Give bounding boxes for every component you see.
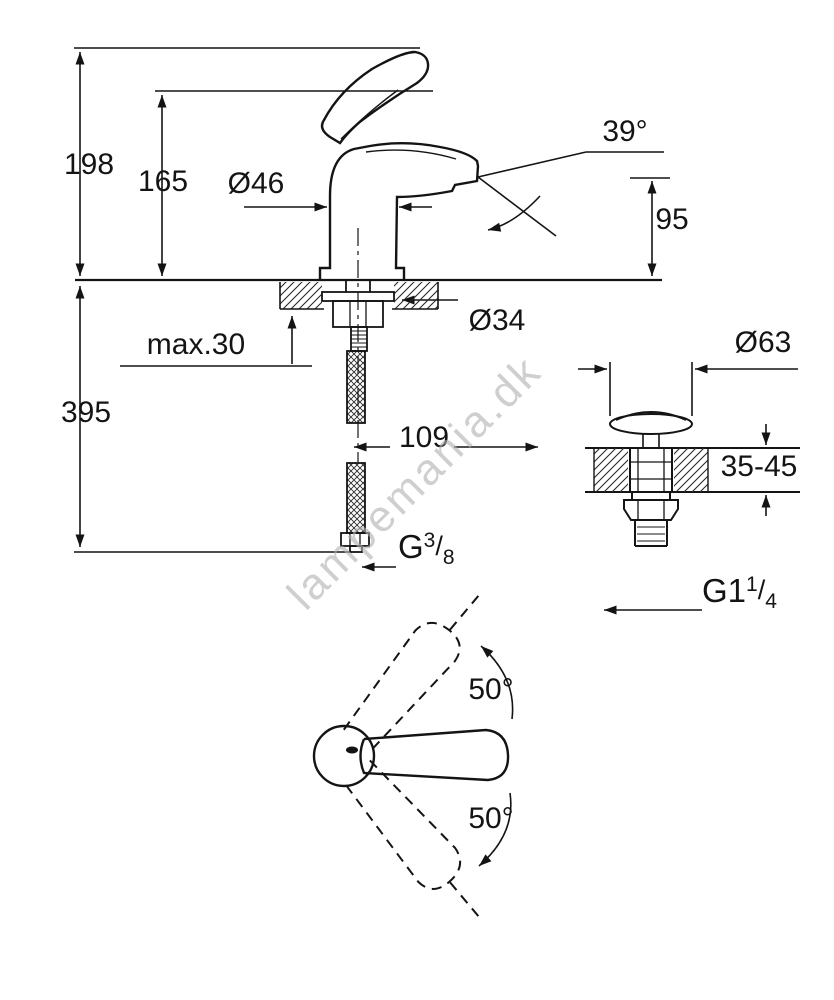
dim-drain-deck-range: 35-45 <box>720 450 798 483</box>
dim-drain-diameter: Ø63 <box>734 326 792 359</box>
supply-thread-denominator: 8 <box>442 546 455 569</box>
dim-body-diameter: Ø46 <box>227 167 285 200</box>
dim-swing-up: 50° <box>468 673 514 706</box>
dim-handle-height: 165 <box>137 165 189 198</box>
dim-hose-length: 395 <box>60 396 112 429</box>
dim-total-height: 198 <box>63 148 115 181</box>
dim-supply-thread: G3/8 <box>398 528 455 568</box>
supply-assembly <box>321 228 395 553</box>
dim-spout-height: 95 <box>655 203 689 236</box>
drain-thread-base: G1 <box>702 572 747 609</box>
drain-thread-numerator: 1 <box>746 573 758 596</box>
drain-thread-slash: / <box>757 575 766 605</box>
faucet-side-view <box>318 50 480 279</box>
dim-max-deck: max.30 <box>146 328 246 361</box>
supply-thread-numerator: 3 <box>423 529 436 552</box>
drain-thread-denominator: 4 <box>765 590 777 613</box>
dim-projection: 109 <box>398 421 450 454</box>
dim-spout-angle: 39° <box>602 115 648 148</box>
counter-cross-section <box>75 278 662 310</box>
supply-thread-base: G <box>398 528 424 565</box>
dimension-lines <box>74 47 798 615</box>
dim-drain-thread: G11/4 <box>702 572 777 612</box>
dim-hole-diameter: Ø34 <box>468 304 526 337</box>
handle-position-down <box>343 759 480 918</box>
supply-thread-slash: / <box>435 531 443 561</box>
dim-swing-down: 50° <box>468 802 514 835</box>
drain-assembly <box>585 411 800 547</box>
handle-top-view <box>312 594 514 918</box>
handle-position-up <box>343 594 480 753</box>
